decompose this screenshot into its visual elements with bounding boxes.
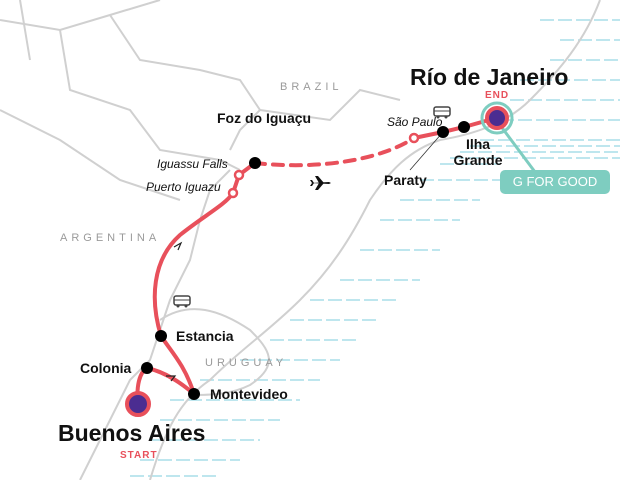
badge-connector — [498, 124, 537, 173]
label-ilha-grande: Ilha Grande — [453, 136, 503, 168]
label-puerto-iguazu: Puerto Iguazu — [146, 180, 221, 194]
stop-iguassu-falls[interactable] — [233, 169, 245, 181]
stop-estancia[interactable] — [155, 330, 167, 342]
country-label-brazil: BRAZIL — [280, 81, 343, 93]
label-sao-paulo: São Paulo — [387, 115, 443, 129]
label-paraty: Paraty — [384, 172, 427, 188]
start-tag: START — [120, 450, 158, 461]
stop-paraty[interactable] — [437, 126, 449, 138]
label-foz-do-iguacu: Foz do Iguaçu — [217, 110, 312, 126]
stop-ilha-grande[interactable] — [458, 121, 470, 133]
label-colonia: Colonia — [80, 360, 132, 376]
stop-markers — [125, 101, 514, 417]
stop-montevideo[interactable] — [188, 388, 200, 400]
label-iguassu-falls: Iguassu Falls — [157, 157, 228, 171]
stop-colonia[interactable] — [141, 362, 153, 374]
water-stripes — [130, 19, 620, 477]
stop-sao-paulo[interactable] — [408, 132, 420, 144]
paraty-leader — [409, 131, 444, 171]
start-marker[interactable] — [125, 391, 151, 417]
stop-foz-do-iguacu[interactable] — [249, 157, 261, 169]
borders — [0, 0, 601, 480]
arrow-icon — [173, 241, 183, 251]
route — [135, 116, 498, 406]
bus-icon — [173, 295, 191, 308]
country-label-argentina: ARGENTINA — [60, 232, 161, 244]
label-estancia: Estancia — [176, 328, 234, 344]
end-marker-ring — [480, 101, 514, 135]
end-marker[interactable] — [485, 106, 509, 130]
country-label-uruguay: URUGUAY — [205, 357, 288, 369]
start-city-label: Buenos Aires — [58, 420, 206, 446]
plane-icon — [310, 176, 331, 190]
stop-puerto-iguazu[interactable] — [227, 187, 239, 199]
g-for-good-badge[interactable]: G FOR GOOD — [500, 170, 610, 194]
arrow-icon — [166, 375, 177, 382]
label-montevideo: Montevideo — [210, 386, 288, 402]
bus-icon — [433, 106, 451, 119]
end-tag: END — [485, 90, 510, 101]
end-city-label: Río de Janeiro — [410, 64, 569, 90]
